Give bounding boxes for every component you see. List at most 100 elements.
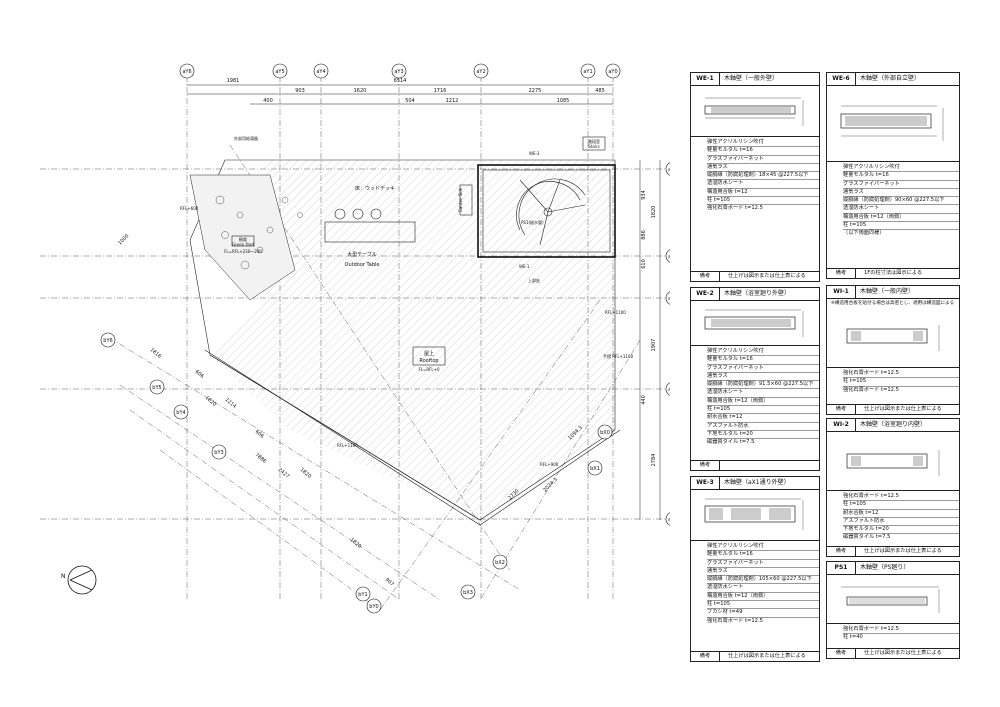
- outdoor-table-label: Outdoor Table: [345, 262, 380, 268]
- rooftop-label: Rooftop: [419, 358, 438, 364]
- spec-line: 柱 t=40: [843, 634, 863, 641]
- dim: 1816: [149, 347, 163, 360]
- remark-key: 備考: [827, 269, 856, 278]
- grid-label: bY5: [152, 385, 161, 391]
- dim: 907: [384, 577, 395, 588]
- grid-label: aY5: [275, 69, 284, 75]
- grid-bubbles-right: aX1 aX2 aX3 aX4 aX5: [665, 162, 670, 526]
- grid-label: aY4: [316, 69, 325, 75]
- spec-line: グラスファイバーネット: [843, 181, 959, 189]
- wall-code: WE-2: [691, 288, 720, 300]
- grid-label: bX1: [590, 466, 600, 472]
- spec-line: 下地モルタル t=20: [843, 526, 959, 535]
- spec-line: 構造用合板 t=12（両側）: [707, 593, 819, 602]
- spec-line: グラスファイバーネット: [707, 365, 819, 373]
- wall-section-diagram: [704, 498, 804, 530]
- dim: 440: [641, 395, 647, 405]
- grid-label: aX4: [668, 387, 670, 393]
- north-arrow: N: [61, 565, 97, 595]
- dim: 1085: [557, 98, 570, 104]
- spec-line: 下地モルタル t=20: [707, 431, 819, 440]
- dim: 1820: [299, 467, 313, 480]
- wall-title: 木軸壁（外部自立壁）: [860, 75, 921, 82]
- grid-label: aY6: [182, 69, 191, 75]
- spec-line: 軽量モルタル t=16: [707, 356, 819, 365]
- spec-line: 縦胴縁（防腐処理剤）105×60 @227.5以下: [707, 576, 819, 585]
- spec-line: フカシ材 t=49: [707, 609, 819, 618]
- stair-room: [459, 164, 616, 258]
- stairs-label: Stairs: [588, 144, 599, 149]
- parapet-outer: [204, 349, 621, 526]
- spec-line: 耐水合板 t=12: [843, 510, 959, 518]
- wall-section-diagram: [840, 105, 944, 141]
- dim: 2784: [651, 454, 657, 467]
- remark: 仕上げは図示または仕上表による: [864, 650, 942, 656]
- remark-key: 備考: [691, 272, 720, 281]
- spec-line: 柱 t=105: [843, 501, 959, 510]
- remark: [720, 461, 728, 470]
- spec-line: グラスファイバーネット: [707, 156, 819, 164]
- dim: 2275: [529, 88, 542, 94]
- dim: 1820: [204, 395, 218, 408]
- remark-key: 備考: [691, 461, 720, 470]
- spec-line: 弾性アクリルリシン吹付: [843, 164, 959, 173]
- spec-line: 縦胴縁（防腐処理剤）18×45 @227.5以下: [707, 172, 819, 181]
- dim: 934: [641, 190, 647, 200]
- grid-bubbles-diagonal: bY6 bY5 bY4 bY3 bX2 bX3 bY1 bY0 bX0 bX1: [100, 332, 613, 614]
- outdoor-table-label-ja: 大型テーブル: [347, 251, 377, 258]
- green-yard-label: Green Yard: [232, 242, 254, 247]
- spec-line: アスファルト防水: [707, 423, 819, 431]
- handrail-label: 手摺 RFL+1100: [603, 353, 634, 359]
- remark: 仕上げは図示または仕上表による: [728, 653, 806, 659]
- rooftop-label-ja: 屋上: [424, 350, 434, 357]
- spec-line: 軽量モルタル t=16: [707, 551, 819, 560]
- dim: 2024.3: [542, 477, 559, 494]
- grid-label: bY3: [214, 450, 223, 456]
- dim: 886: [641, 230, 647, 240]
- north-label: N: [61, 573, 66, 580]
- spec-line: 構造用合板 t=12（両側）: [707, 398, 819, 407]
- spec-line: 透湿防水シート: [707, 180, 819, 189]
- spec-line: 弾性アクリルリシン吹付: [707, 348, 819, 357]
- rfl-label: RFL+900: [540, 462, 559, 467]
- dim: 903: [295, 88, 305, 94]
- wall-code: WI-2: [827, 419, 856, 431]
- grid-label: aY1: [583, 69, 592, 75]
- remark: 仕上げは図示または仕上表による: [728, 273, 806, 279]
- roof-plan-drawing: aY6 aY5 aY4 aY3 aY2 aY1 aY0 aX1 aX2 aX3 …: [40, 63, 670, 614]
- grid-label: aX1: [668, 167, 670, 173]
- green-yard-label-ja: 植栽: [239, 236, 247, 242]
- spec-line: 強化石膏ボード t=12.5: [843, 370, 959, 379]
- wall-note: ※構造用合板を貼付る場合は高密とし、適用は構造図による: [831, 301, 955, 306]
- dim: 610: [641, 259, 647, 269]
- wall-code: WE-1: [691, 73, 720, 85]
- remark-key: 備考: [827, 547, 856, 556]
- grid-label: aX3: [668, 296, 670, 302]
- wood-deck-label: 床：ウッドデッキ: [355, 185, 395, 192]
- grid-label: bY4: [176, 410, 185, 416]
- spec-line: （以下両面同様）: [843, 230, 885, 237]
- grid-label: bY6: [103, 338, 112, 344]
- dim: 1981: [227, 78, 240, 84]
- spec-line: 強化石膏ボード t=12.5: [707, 617, 763, 624]
- spec-line: 通気ラス: [843, 189, 959, 198]
- grid-label: aX5: [668, 517, 670, 523]
- rooftop-fl: FL=RFL+0: [418, 367, 440, 372]
- spec-line: 透湿防水シート: [707, 584, 819, 593]
- dim: 1212: [446, 98, 459, 104]
- dim: 2427: [277, 467, 291, 480]
- remark: 仕上げは図示または仕上表による: [864, 406, 942, 412]
- spec-line: 構造用合板 t=12（両側）: [843, 214, 959, 223]
- grid-label: aY0: [608, 69, 617, 75]
- grid-label: bY1: [358, 592, 367, 598]
- spec-line: アスファルト防水: [843, 518, 959, 527]
- wall-section-diagram: [704, 97, 804, 126]
- remark-key: 備考: [827, 405, 856, 414]
- spec-line: 構造用合板 t=12: [707, 189, 819, 198]
- canopy-label: 上部庇: [528, 277, 540, 283]
